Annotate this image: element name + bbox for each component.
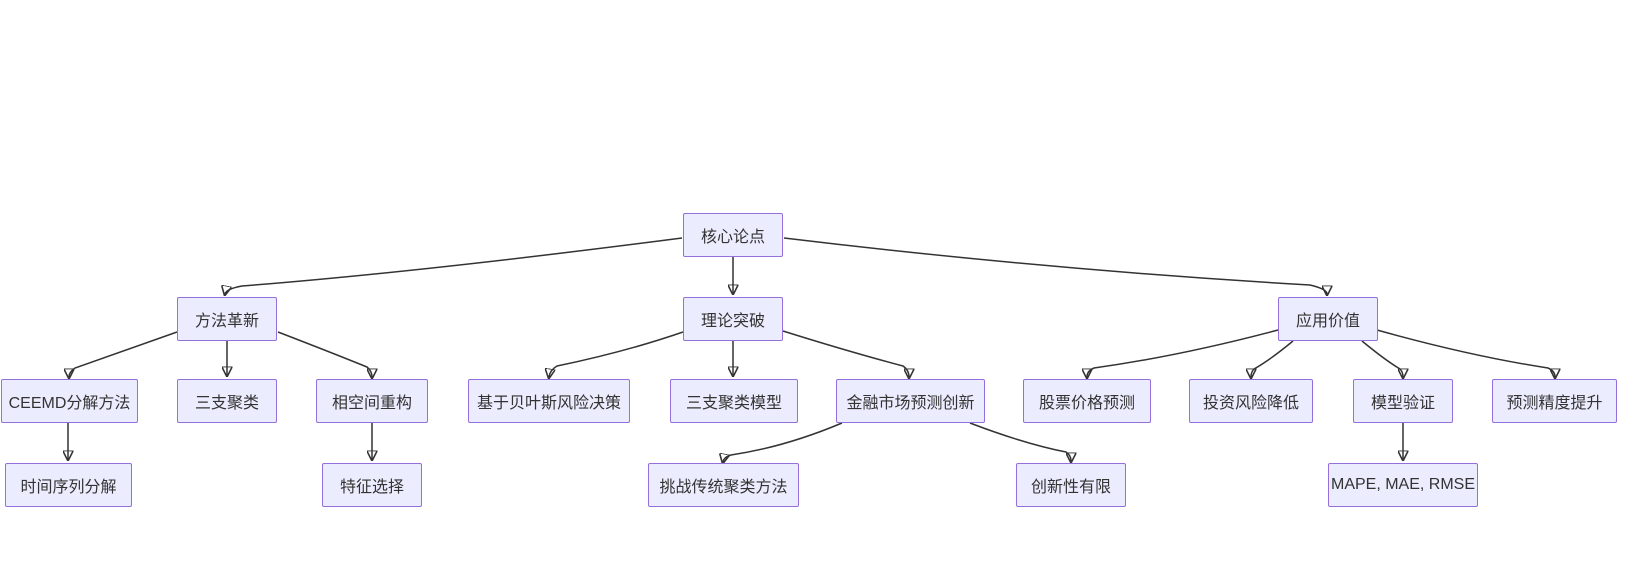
edge-theory-bayes xyxy=(549,331,684,377)
node-method: 方法革新 xyxy=(177,297,277,341)
edge-finance-innovation-limited-novelty xyxy=(969,422,1071,461)
node-ceemd: CEEMD分解方法 xyxy=(1,379,138,423)
edge-application-model-validation xyxy=(1361,340,1403,377)
edge-core-method xyxy=(225,237,683,294)
edge-application-risk-reduction xyxy=(1251,340,1294,377)
node-limited-novelty: 创新性有限 xyxy=(1016,463,1126,507)
node-method-label: 方法革新 xyxy=(194,313,259,330)
node-risk-reduction: 投资风险降低 xyxy=(1189,379,1313,423)
edge-method-ceemd xyxy=(69,331,178,377)
node-application-label: 应用价值 xyxy=(1295,313,1360,330)
node-theory: 理论突破 xyxy=(683,297,783,341)
node-model-validation: 模型验证 xyxy=(1353,379,1453,423)
node-phase-space: 相空间重构 xyxy=(316,379,428,423)
node-three-way-label: 三支聚类 xyxy=(194,395,259,412)
node-ceemd-label: CEEMD分解方法 xyxy=(8,395,131,412)
edge-application-accuracy xyxy=(1376,329,1555,377)
edge-method-phase-space xyxy=(277,331,372,377)
edge-application-stock-prediction xyxy=(1087,329,1279,377)
node-core-label: 核心论点 xyxy=(700,229,765,246)
node-feature-selection-label: 特征选择 xyxy=(339,479,404,496)
node-bayes-label: 基于贝叶斯风险决策 xyxy=(476,395,621,412)
node-challenge: 挑战传统聚类方法 xyxy=(648,463,799,507)
node-limited-novelty-label: 创新性有限 xyxy=(1030,479,1111,496)
node-time-series-label: 时间序列分解 xyxy=(20,479,117,496)
node-core: 核心论点 xyxy=(683,213,783,257)
node-metrics: MAPE, MAE, RMSE xyxy=(1328,463,1478,507)
node-phase-space-label: 相空间重构 xyxy=(331,395,412,412)
node-stock-prediction: 股票价格预测 xyxy=(1023,379,1151,423)
edge-core-application xyxy=(783,237,1327,294)
node-finance-innovation-label: 金融市场预测创新 xyxy=(846,395,975,412)
node-finance-innovation: 金融市场预测创新 xyxy=(836,379,985,423)
node-theory-label: 理论突破 xyxy=(700,313,765,330)
node-metrics-label: MAPE, MAE, RMSE xyxy=(1330,476,1476,493)
node-bayes: 基于贝叶斯风险决策 xyxy=(468,379,630,423)
edge-finance-innovation-challenge xyxy=(723,422,843,462)
node-time-series: 时间序列分解 xyxy=(5,463,132,507)
node-challenge-label: 挑战传统聚类方法 xyxy=(659,479,788,496)
node-model-validation-label: 模型验证 xyxy=(1370,395,1435,412)
edge-theory-finance-innovation xyxy=(782,330,909,377)
node-application: 应用价值 xyxy=(1278,297,1378,341)
node-risk-reduction-label: 投资风险降低 xyxy=(1202,395,1299,412)
node-three-way-model-label: 三支聚类模型 xyxy=(685,395,782,412)
node-accuracy-label: 预测精度提升 xyxy=(1506,395,1603,412)
node-stock-prediction-label: 股票价格预测 xyxy=(1038,395,1135,412)
node-accuracy: 预测精度提升 xyxy=(1492,379,1617,423)
node-three-way: 三支聚类 xyxy=(177,379,277,423)
node-feature-selection: 特征选择 xyxy=(322,463,422,507)
node-three-way-model: 三支聚类模型 xyxy=(670,379,798,423)
